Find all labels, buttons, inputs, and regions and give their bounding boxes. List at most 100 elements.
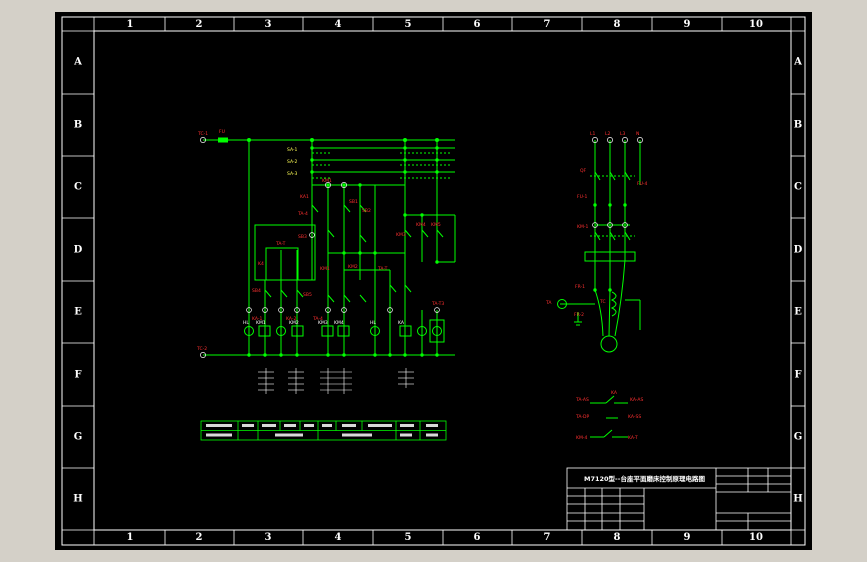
column-dividers	[164, 17, 723, 545]
col-label: 9	[684, 19, 691, 30]
col-label: 7	[544, 532, 551, 543]
col-label: 4	[335, 532, 342, 543]
svg-text:QF: QF	[580, 168, 587, 174]
motor-junctions	[593, 203, 627, 292]
col-label: 1	[127, 19, 134, 30]
row-dividers	[62, 93, 805, 469]
col-label: 8	[614, 532, 621, 543]
row-label: A	[73, 57, 82, 68]
svg-text:TC: TC	[599, 299, 606, 305]
svg-text:KA1: KA1	[300, 194, 309, 200]
col-label: 3	[265, 532, 272, 543]
row-label: F	[74, 370, 81, 381]
svg-text:TA-T: TA-T	[377, 266, 388, 272]
svg-text:SB4: SB4	[252, 288, 261, 294]
row-labels-right: A B C D E F G H	[793, 57, 803, 505]
svg-text:HL: HL	[243, 320, 249, 326]
svg-text:KM1: KM1	[322, 178, 332, 184]
title-block-title: M7120型--台座平面磨床控制原理电路图	[584, 474, 705, 483]
svg-text:TA: TA	[545, 300, 552, 306]
svg-text:KM3: KM3	[396, 232, 406, 238]
col-label: 7	[544, 19, 551, 30]
svg-text:SB1: SB1	[349, 199, 358, 205]
svg-text:KA-1: KA-1	[252, 316, 262, 322]
row-labels-left: A B C D E F G H	[73, 57, 83, 505]
svg-text:L2: L2	[605, 131, 611, 137]
svg-text:KM4: KM4	[334, 320, 344, 326]
svg-text:HL: HL	[370, 320, 376, 326]
row-label: B	[794, 120, 802, 131]
row-label: H	[73, 494, 82, 505]
svg-text:KM2: KM2	[289, 320, 299, 326]
row-label: D	[794, 245, 803, 256]
svg-text:N: N	[636, 131, 639, 137]
function-table	[200, 420, 447, 441]
col-label: 9	[684, 532, 691, 543]
svg-text:KA-T: KA-T	[628, 435, 638, 441]
component-tags: TC-1 FU TC-2 SA-1 SA-2 SA-3 KM1 KA1 TA-4…	[196, 129, 648, 441]
svg-text:TA-AS: TA-AS	[575, 397, 589, 403]
svg-text:SB5: SB5	[303, 292, 312, 298]
svg-text:FR-2: FR-2	[574, 312, 584, 318]
row-label: F	[794, 370, 801, 381]
col-label: 1	[127, 532, 134, 543]
col-label: 10	[749, 532, 763, 543]
col-label: 5	[405, 19, 412, 30]
svg-text:KM1: KM1	[320, 266, 330, 272]
svg-text:L3: L3	[620, 131, 626, 137]
row-label: D	[74, 245, 83, 256]
cross-reference-marks	[258, 368, 414, 394]
svg-text:KM1: KM1	[256, 320, 266, 326]
row-label: B	[74, 120, 82, 131]
svg-text:KM5: KM5	[431, 222, 441, 228]
drawing-canvas	[55, 12, 812, 550]
motor-circuit	[557, 140, 641, 353]
svg-text:KM-1: KM-1	[577, 224, 588, 230]
svg-text:KA: KA	[611, 390, 618, 396]
column-labels-top: 1 2 3 4 5 6 7 8 9 10	[127, 19, 763, 30]
row-label: A	[793, 57, 802, 68]
row-label: E	[74, 307, 82, 318]
terminals	[200, 137, 440, 358]
svg-text:SB3: SB3	[298, 234, 307, 240]
col-label: 6	[474, 532, 481, 543]
wire-junctions	[247, 138, 439, 357]
svg-text:KA-AS: KA-AS	[630, 397, 643, 403]
row-label: G	[74, 432, 83, 443]
svg-text:FU-1: FU-1	[577, 194, 588, 200]
title-block	[566, 467, 792, 531]
column-labels-bottom: 1 2 3 4 5 6 7 8 9 10	[127, 532, 763, 543]
svg-text:KM-4: KM-4	[576, 435, 587, 441]
col-label: 2	[196, 532, 203, 543]
svg-text:KM2: KM2	[348, 264, 358, 270]
svg-text:KA: KA	[398, 320, 405, 326]
svg-text:FR-1: FR-1	[575, 284, 585, 290]
svg-text:SA-1: SA-1	[287, 147, 298, 153]
svg-text:TA-T: TA-T	[275, 241, 286, 247]
interlock-detail	[590, 395, 628, 438]
col-label: 8	[614, 19, 621, 30]
svg-text:TA-4: TA-4	[312, 316, 323, 322]
motor-terminals	[592, 137, 643, 228]
svg-text:TA-4: TA-4	[297, 211, 308, 217]
svg-text:KM4: KM4	[416, 222, 426, 228]
row-label: G	[794, 432, 803, 443]
svg-text:TC-1: TC-1	[197, 131, 208, 137]
col-label: 5	[405, 532, 412, 543]
row-label: C	[794, 182, 802, 193]
svg-text:K4: K4	[258, 261, 264, 267]
svg-text:FU-4: FU-4	[637, 181, 648, 187]
svg-text:KA-SS: KA-SS	[628, 414, 641, 420]
function-table-text	[206, 424, 438, 437]
svg-text:SB2: SB2	[362, 208, 371, 214]
col-label: 10	[749, 19, 763, 30]
svg-text:FU: FU	[219, 129, 225, 135]
svg-text:KA-2: KA-2	[286, 316, 296, 322]
svg-text:TC-2: TC-2	[196, 346, 207, 352]
svg-text:TA-DP: TA-DP	[575, 414, 589, 420]
col-label: 4	[335, 19, 342, 30]
row-label: H	[793, 494, 802, 505]
svg-text:SA-2: SA-2	[287, 159, 298, 165]
